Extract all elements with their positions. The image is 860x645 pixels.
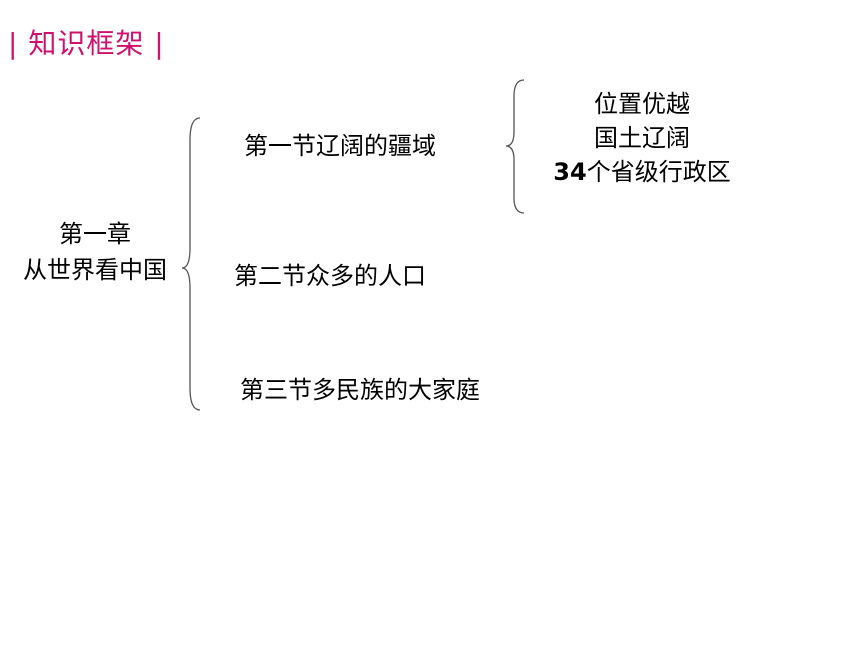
header-left-bar: | xyxy=(8,27,19,60)
section-2-label: 第二节众多的人口 xyxy=(234,262,426,290)
province-count: 34 xyxy=(553,158,587,186)
chapter-brace xyxy=(181,117,201,411)
section-header: | 知识框架 | xyxy=(8,22,165,62)
chapter-title: 第一章 从世界看中国 xyxy=(0,216,190,288)
header-title: 知识框架 xyxy=(28,27,145,60)
chapter-name: 从世界看中国 xyxy=(23,256,167,284)
section-3-label: 第三节多民族的大家庭 xyxy=(240,376,480,404)
chapter-number: 第一章 xyxy=(59,220,131,248)
detail-provinces: 34个省级行政区 xyxy=(532,155,752,189)
header-right-bar: | xyxy=(154,27,165,60)
section1-brace xyxy=(505,79,525,214)
province-text: 个省级行政区 xyxy=(586,158,731,186)
detail-location: 位置优越 xyxy=(594,90,690,118)
detail-territory: 国土辽阔 xyxy=(594,124,690,152)
section-1-label: 第一节辽阔的疆域 xyxy=(244,132,436,160)
section-1-details: 位置优越 国土辽阔 34个省级行政区 xyxy=(532,87,752,189)
